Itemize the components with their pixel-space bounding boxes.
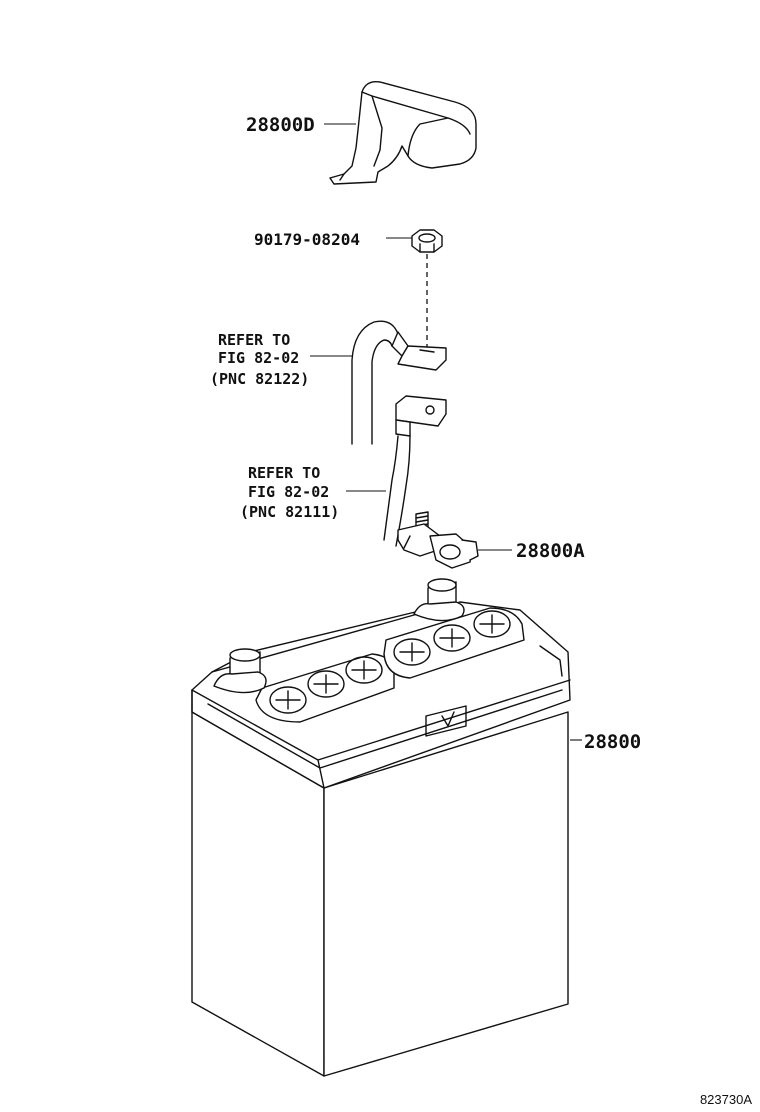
terminal-clamp-drawing xyxy=(397,511,479,569)
callout-terminal-clamp: 28800A xyxy=(516,540,585,562)
lower-cable-drawing xyxy=(383,395,447,547)
ref-upper-line1: REFER TO xyxy=(218,331,290,349)
upper-cable-drawing xyxy=(351,320,447,445)
figure-id: 823730A xyxy=(700,1092,752,1107)
nut-drawing xyxy=(411,229,443,253)
reference-note-lower: REFER TO FIG 82-02 (PNC 82111) xyxy=(240,464,339,521)
battery-drawing xyxy=(191,578,571,1077)
reference-note-upper: REFER TO FIG 82-02 (PNC 82122) xyxy=(210,331,309,388)
callout-battery: 28800 xyxy=(584,731,641,753)
ref-upper-line2: FIG 82-02 xyxy=(218,349,299,367)
ref-lower-line2: FIG 82-02 xyxy=(248,483,329,501)
terminal-cover-drawing xyxy=(329,81,477,185)
ref-upper-line3: (PNC 82122) xyxy=(210,370,309,388)
ref-lower-line3: (PNC 82111) xyxy=(240,503,339,521)
callout-nut: 90179-08204 xyxy=(254,230,360,249)
leader-lines xyxy=(310,123,582,741)
callout-terminal-cover: 28800D xyxy=(246,114,315,136)
ref-lower-line1: REFER TO xyxy=(248,464,320,482)
